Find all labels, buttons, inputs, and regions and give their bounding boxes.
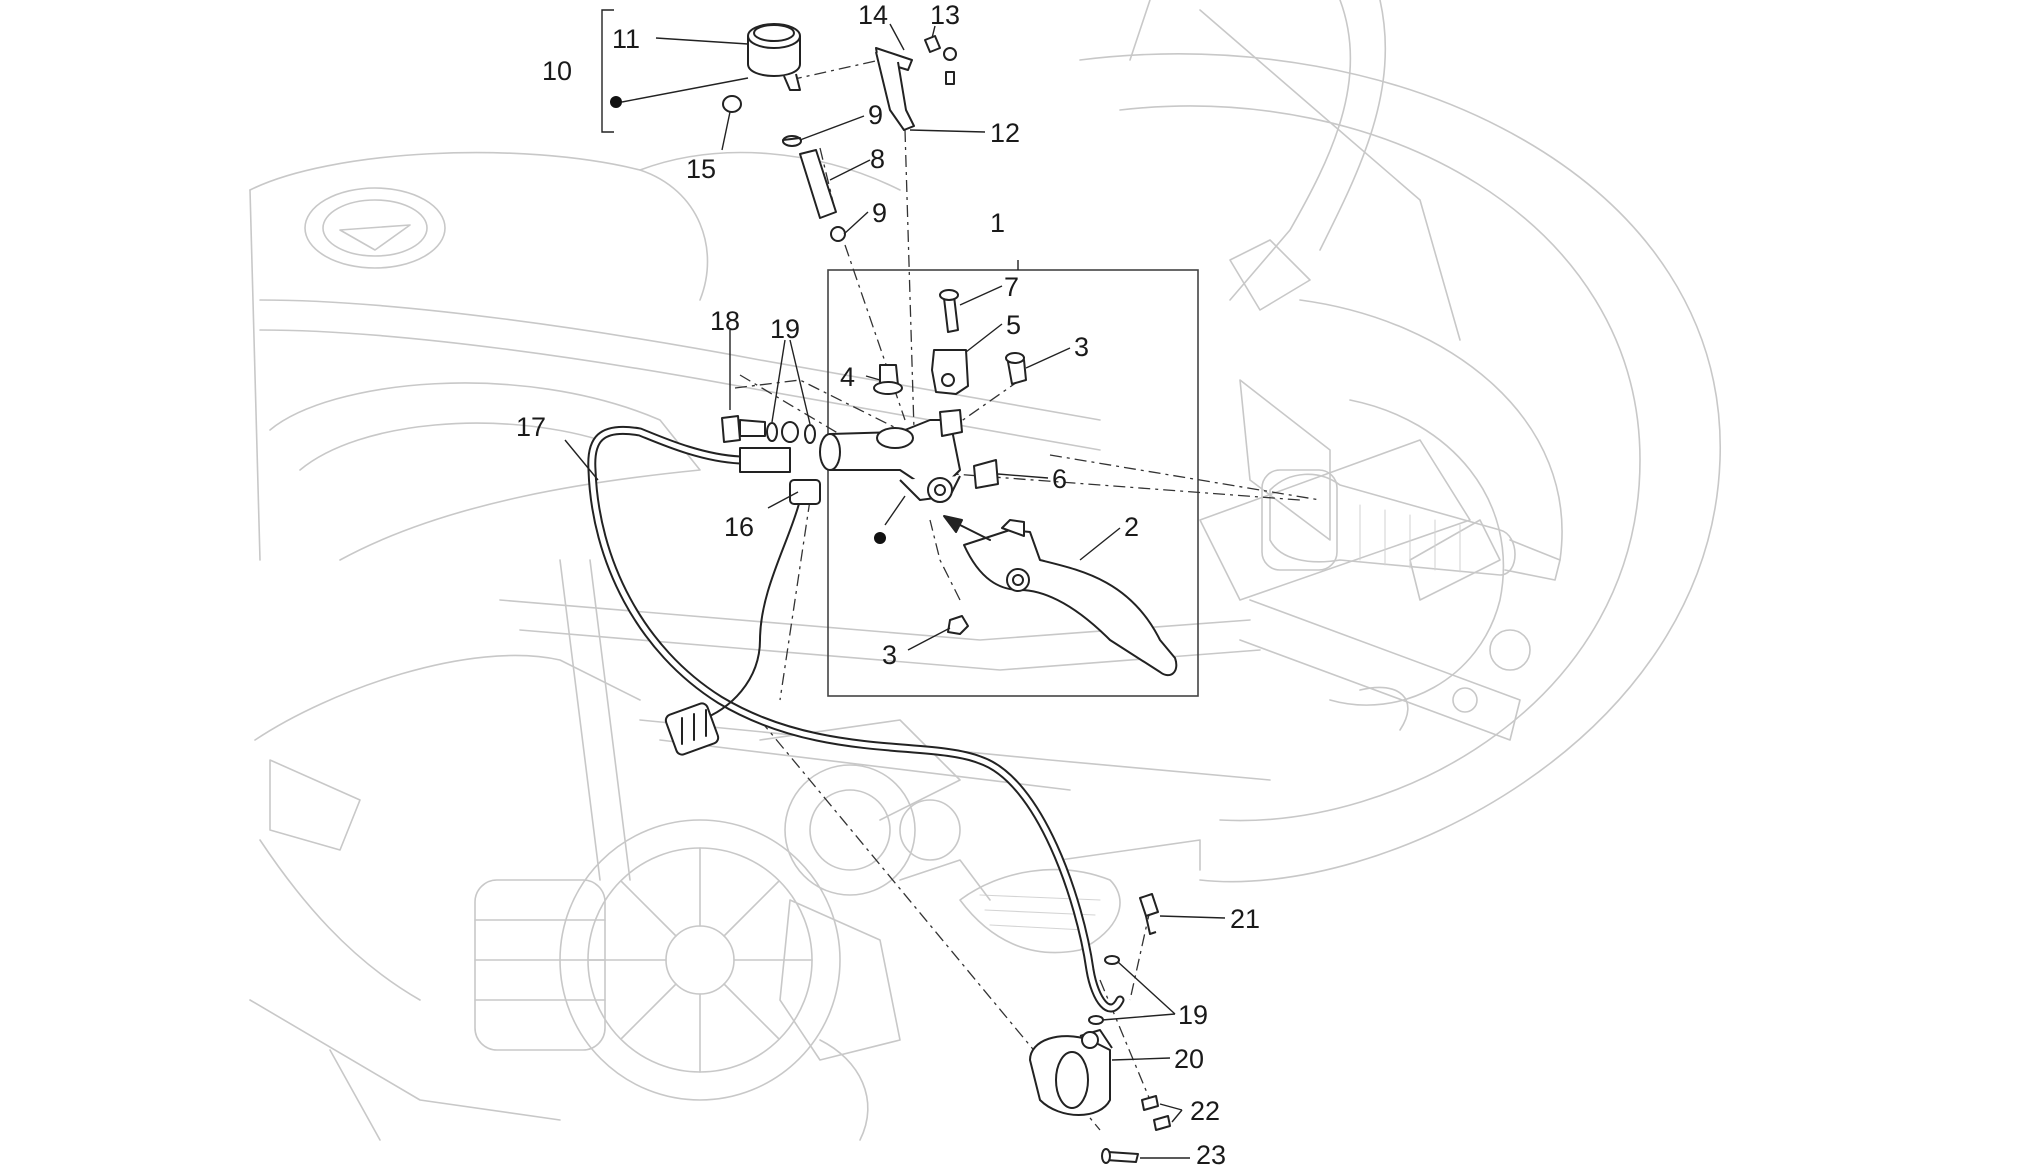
callout-3-b: 3 xyxy=(882,640,897,670)
callout-3-a: 3 xyxy=(1074,332,1089,362)
clutch-switch-connector xyxy=(664,702,720,756)
clutch-lever xyxy=(963,519,1178,677)
sealing-washer xyxy=(1104,955,1120,965)
callout-23: 23 xyxy=(1196,1140,1226,1166)
reservoir-screw xyxy=(924,35,941,53)
callout-1: 1 xyxy=(990,208,1005,238)
callout-4: 4 xyxy=(840,362,855,392)
callout-19-b: 19 xyxy=(1178,1000,1208,1030)
callout-18: 18 xyxy=(710,306,740,336)
clutch-switch xyxy=(931,349,969,395)
callout-7: 7 xyxy=(1004,272,1019,302)
sealing-washer xyxy=(766,422,778,442)
clutch-slave-cylinder xyxy=(1029,1029,1113,1116)
bleeder-valve xyxy=(1139,893,1159,917)
reservoir-hose xyxy=(799,149,837,219)
callout-15: 15 xyxy=(686,154,716,184)
motorcycle-background xyxy=(249,0,1721,1141)
banjo-bolt xyxy=(721,415,766,443)
callout-11: 11 xyxy=(612,24,640,54)
callout-14: 14 xyxy=(858,0,888,30)
preassembled-dot xyxy=(874,532,886,544)
lever-pivot-nut xyxy=(947,615,969,635)
parts xyxy=(610,23,1178,1164)
preassembled-dot xyxy=(610,96,622,108)
lever-bushing xyxy=(973,459,999,489)
callout-16: 16 xyxy=(724,512,754,542)
clutch-master-cylinder xyxy=(819,409,963,503)
reservoir-support xyxy=(875,51,915,131)
sealing-washer xyxy=(804,424,816,444)
callout-6: 6 xyxy=(1052,464,1067,494)
callout-9-b: 9 xyxy=(872,198,887,228)
hose-clamp-lower xyxy=(830,226,846,242)
callout-labels: 1 2 3 3 4 5 6 7 8 9 9 10 11 12 13 14 15 … xyxy=(516,0,1260,1166)
callout-17: 17 xyxy=(516,412,546,442)
callout-8: 8 xyxy=(870,144,885,174)
alignment-lines xyxy=(734,59,1321,1131)
slave-cylinder-screw xyxy=(1153,1115,1171,1131)
callout-19-a: 19 xyxy=(770,314,800,344)
leader-lines xyxy=(564,23,1226,1159)
clutch-hose xyxy=(587,425,1125,1013)
switch-screw xyxy=(943,295,959,333)
clutch-fluid-reservoir xyxy=(747,23,801,91)
callout-12: 12 xyxy=(990,118,1020,148)
callout-22: 22 xyxy=(1190,1096,1220,1126)
master-cylinder-assembly-frame xyxy=(827,269,1199,697)
reservoir-kit-bracket xyxy=(601,9,614,133)
sealing-washer xyxy=(1088,1015,1104,1025)
callout-10: 10 xyxy=(542,56,572,86)
callout-9-a: 9 xyxy=(868,100,883,130)
callout-13: 13 xyxy=(930,0,960,30)
callout-2: 2 xyxy=(1124,512,1139,542)
reservoir-nut xyxy=(722,95,742,113)
callout-21: 21 xyxy=(1230,904,1260,934)
callout-20: 20 xyxy=(1174,1044,1204,1074)
slave-cylinder-screw xyxy=(1141,1095,1159,1111)
callout-5: 5 xyxy=(1006,310,1021,340)
